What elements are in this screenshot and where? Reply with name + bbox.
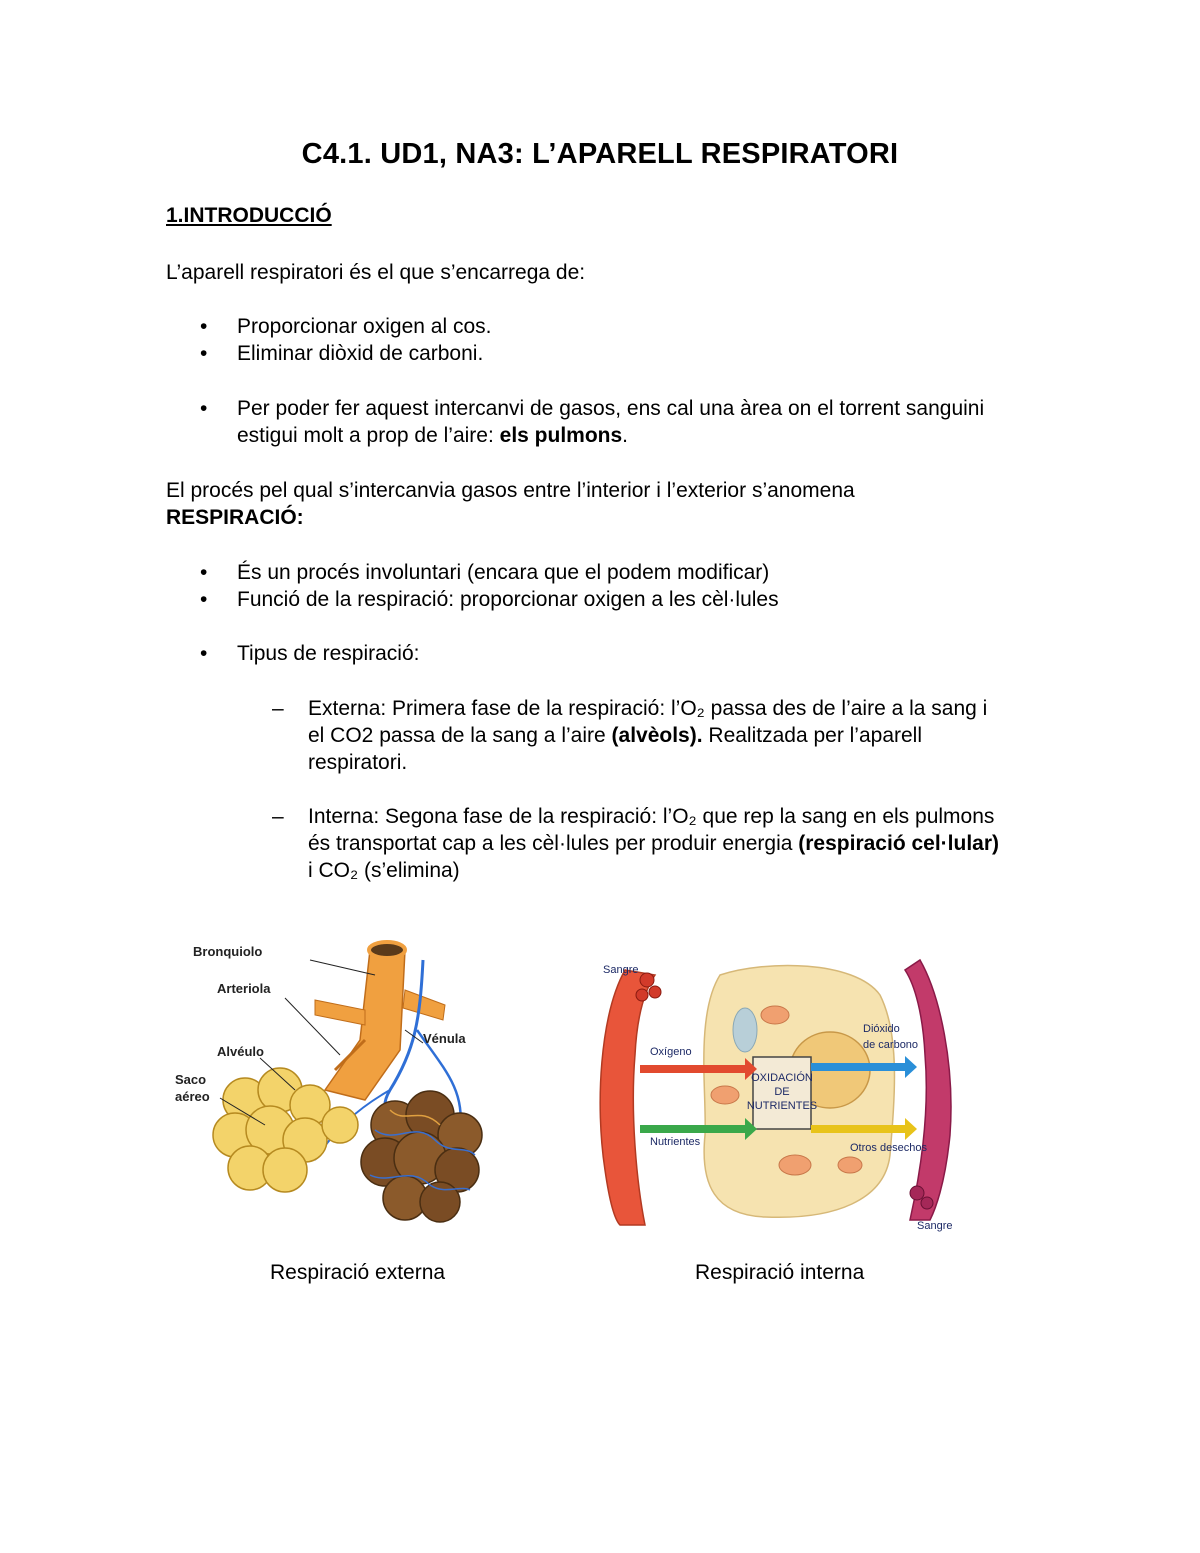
dash-item-externa: Externa: Primera fase de la respiració: … [308,695,1008,776]
label-otros-desechos: Otros desechos [850,1142,928,1154]
bullet-marker: • [200,397,208,420]
dash-item-interna: Interna: Segona fase de la respiració: l… [308,803,1008,884]
label-sangre-top: Sangre [603,964,638,976]
bullet-marker: • [200,342,208,365]
bold-term: els pulmons [499,424,623,447]
intro-paragraph: L’aparell respiratori és el que s’encarr… [166,261,586,284]
process-paragraph: El procés pel qual s’intercanvia gasos e… [166,477,966,531]
oxidation-label: OXIDACIÓN [751,1071,813,1084]
bullet-item: Proporcionar oxigen al cos. [237,315,492,338]
label-alveulo: Alvéulo [217,1044,264,1059]
section-heading: 1.INTRODUCCIÓ [166,204,332,227]
artery [599,969,657,1226]
interna-end: i CO₂ (s’elimina) [308,859,460,882]
bullet-item: Funció de la respiració: proporcionar ox… [237,588,779,611]
organelle [760,1005,790,1025]
alveoli-illustration: Bronquiolo Arteriola Alvéulo Saco aéreo … [175,940,483,1223]
leader-line [404,1029,424,1044]
vessel-line [333,1038,367,1072]
label-arteriola: Arteriola [217,981,271,996]
alveolar-sac-yellow [212,1067,359,1193]
oxidation-box [752,1056,812,1130]
label-nutrientes: Nutrientes [650,1136,701,1148]
interna-bold: (respiració cel·lular) [798,832,1000,855]
vein [903,958,952,1221]
bullet-item: És un procés involuntari (encara que el … [237,561,770,584]
bullet-marker: • [200,315,208,338]
label-saco: Saco [175,1072,206,1087]
label-oxigeno: Oxígeno [650,1046,692,1058]
process-term: RESPIRACIÓ: [166,506,304,529]
leader-line [309,959,376,976]
waste-arrow [811,1118,917,1140]
arteriole-branch [402,989,446,1021]
leader-line [284,997,341,1056]
dash-marker: – [272,697,284,720]
leader-line [259,1057,296,1091]
bullet-end: . [622,424,629,447]
bullet-marker: • [200,642,208,665]
cell-respiration-illustration: OXIDACIÓN DE NUTRIENTES Sangre Oxígeno N… [599,958,952,1232]
bullet-text: Per poder fer aquest intercanvi de gasos… [237,397,985,447]
dash-marker: – [272,805,284,828]
bronchiole-opening [367,940,407,960]
organelle [732,1007,758,1053]
label-dioxido: Dióxido [863,1023,900,1035]
externa-text: Externa: Primera fase de la respiració: … [308,697,988,747]
bullet-marker: • [200,561,208,584]
alveolar-sac-capillaries [360,1090,483,1223]
nutrient-arrow [640,1118,757,1140]
interna-text: Interna: Segona fase de la respiració: l… [308,805,995,855]
label-venula: Vénula [423,1031,466,1046]
caption-interna: Respiració interna [695,1261,865,1284]
oxidation-label: DE [774,1086,789,1098]
process-text: El procés pel qual s’intercanvia gasos e… [166,479,855,502]
organelle [837,1156,863,1174]
bullet-item: Eliminar diòxid de carboni. [237,342,484,365]
organelle [710,1085,740,1105]
caption-externa: Respiració externa [270,1261,446,1284]
leader-line [219,1097,266,1126]
bullet-marker: • [200,588,208,611]
page-title: C4.1. UD1, NA3: L’APARELL RESPIRATORI [301,138,899,170]
bullet-item: Tipus de respiració: [237,642,420,665]
label-bronquiolo: Bronquiolo [193,944,262,959]
label-sangre-bottom: Sangre [917,1220,952,1232]
organelle [778,1154,812,1176]
externa-bold: (alvèols). [611,724,703,747]
label-de-carbono: de carbono [863,1039,918,1051]
oxidation-label: NUTRIENTES [747,1100,817,1112]
arteriole-branch [314,999,366,1026]
bullet-item-lungs: Per poder fer aquest intercanvi de gasos… [237,395,997,449]
co2-arrow [811,1056,917,1078]
oxygen-arrow [640,1058,757,1080]
label-aereo: aéreo [175,1089,210,1104]
externa-end: Realitzada per l’aparell respiratori. [308,724,923,774]
